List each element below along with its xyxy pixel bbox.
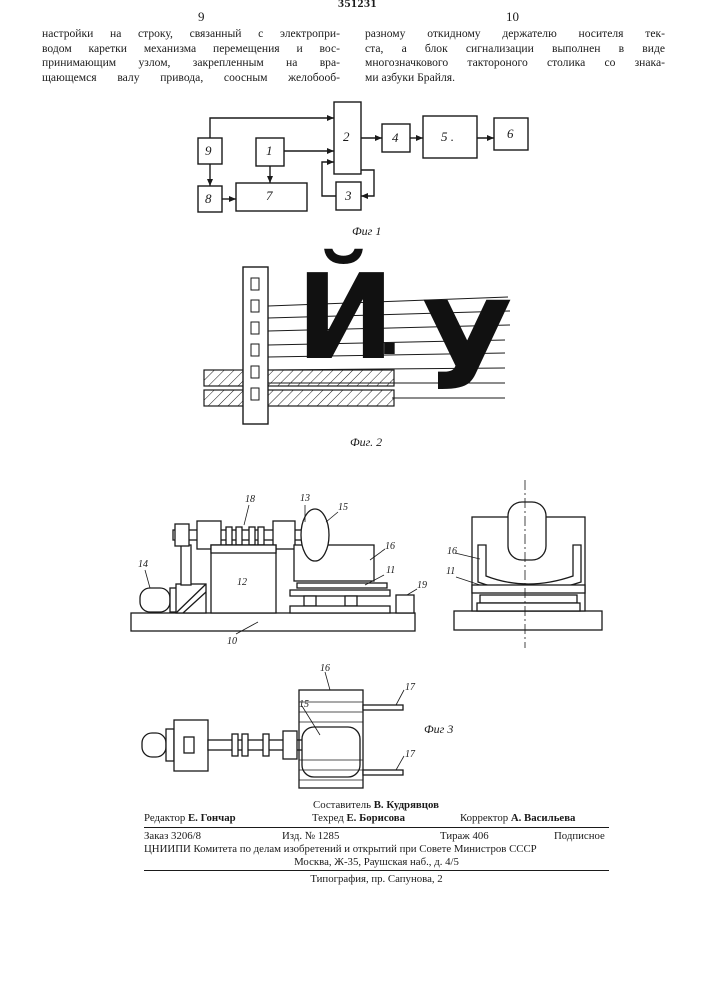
gearbox-top xyxy=(174,720,208,771)
part-16-top-label: 16 xyxy=(320,663,330,674)
text-line: принимающим узлом, закрепленным на вра- xyxy=(42,56,340,71)
fig1-caption: Фиг 1 xyxy=(352,224,381,239)
text-line: многозначкового тактороного столика со з… xyxy=(365,56,665,71)
techred-line: Техред Е. Борисова xyxy=(312,812,405,825)
ruler-window xyxy=(251,344,259,356)
block-19 xyxy=(396,595,414,613)
ruler-window xyxy=(251,322,259,334)
receiver-15-front xyxy=(508,502,546,560)
text-line: щающемся валу привода, соосным желобооб- xyxy=(42,71,340,86)
corrector-label: Корректор xyxy=(460,812,508,824)
editor-name: Е. Гончар xyxy=(188,812,236,824)
part-17-lower-label: 17 xyxy=(405,749,415,760)
part-18-label: 18 xyxy=(245,494,255,505)
ruler-window xyxy=(251,366,259,378)
drive-shaft xyxy=(173,530,313,540)
shaft-top xyxy=(208,740,323,750)
editor-label: Редактор xyxy=(144,812,185,824)
part-16-label: 16 xyxy=(385,541,395,552)
block-8-label: 8 xyxy=(205,191,212,207)
text-line: настройки на строку, связанный с электро… xyxy=(42,27,340,42)
guide-17-lower xyxy=(363,770,403,775)
front-base xyxy=(454,611,602,630)
ruler-window xyxy=(251,278,259,290)
ruler-window xyxy=(251,300,259,312)
right-text-column: разному откидному держателю носителя тек… xyxy=(365,27,665,85)
part-16-front-label: 16 xyxy=(447,546,457,557)
print-run: Тираж 406 xyxy=(440,830,489,843)
address: Москва, Ж-35, Раушская наб., д. 4/5 xyxy=(144,856,609,869)
subscription: Подписное xyxy=(554,830,605,843)
part-15-label: 15 xyxy=(338,502,348,513)
carriage-11 xyxy=(297,583,387,588)
publication-number: Изд. № 1285 xyxy=(282,830,339,843)
receiver-15-top xyxy=(302,727,360,777)
imprint-divider-top xyxy=(144,827,609,828)
gearbox xyxy=(176,584,206,613)
block-5-label: 5 . xyxy=(441,129,454,145)
motor-14 xyxy=(140,588,170,612)
part-19-label: 19 xyxy=(417,580,427,591)
guide-17-upper xyxy=(363,705,403,710)
text-line: ми азбуки Брайля. xyxy=(365,71,665,86)
trough-holder-16-front xyxy=(478,545,581,591)
lower-rail xyxy=(204,390,394,406)
block-9-label: 9 xyxy=(205,143,212,159)
part-11-label: 11 xyxy=(386,565,395,576)
fig2-letter-2: У xyxy=(420,282,514,412)
left-column-number: 9 xyxy=(198,9,205,25)
right-column-number: 10 xyxy=(506,9,519,25)
part-15-top-label: 15 xyxy=(299,699,309,710)
institute: ЦНИИПИ Комитета по делам изобретений и о… xyxy=(144,843,537,856)
compiler-line: Составитель В. Кудрявцов xyxy=(313,799,439,812)
left-text-column: настройки на строку, связанный с электро… xyxy=(42,27,340,85)
motor-top xyxy=(142,733,166,757)
editor-line: Редактор Е. Гончар xyxy=(144,812,236,825)
base-plate-10 xyxy=(131,613,415,631)
block-4-label: 4 xyxy=(392,130,399,146)
patent-number: 351231 xyxy=(338,0,377,11)
ruler-window xyxy=(251,388,259,400)
vertical-ruler xyxy=(243,267,268,424)
holder-16-side xyxy=(294,545,374,581)
line-3-2 xyxy=(322,162,336,196)
compiler-label: Составитель xyxy=(313,799,371,811)
block-6-label: 6 xyxy=(507,126,514,142)
part-11-front-label: 11 xyxy=(446,566,455,577)
text-line: разному откидному держателю носителя тек… xyxy=(365,27,665,42)
printer: Типография, пр. Сапунова, 2 xyxy=(144,873,609,886)
part-12-label: 12 xyxy=(237,577,247,588)
compiler-name: В. Кудрявцов xyxy=(374,799,439,811)
receiver-15-side xyxy=(301,509,329,561)
block-1-label: 1 xyxy=(266,143,273,159)
part-10-label: 10 xyxy=(227,636,237,647)
techred-name: Е. Борисова xyxy=(346,812,405,824)
part-14-label: 14 xyxy=(138,559,148,570)
techred-label: Техред xyxy=(312,812,344,824)
line-2-3 xyxy=(361,170,374,196)
fig2-separator: . xyxy=(378,294,401,374)
part-13-label: 13 xyxy=(300,493,310,504)
text-line: водом каретки механизма перемещения и во… xyxy=(42,42,340,57)
block-7-label: 7 xyxy=(266,188,273,204)
text-line: ста, а блок сигнализации выполнен в виде xyxy=(365,42,665,57)
corrector-line: Корректор А. Васильева xyxy=(460,812,575,825)
line-9-2 xyxy=(210,118,334,138)
corrector-name: А. Васильева xyxy=(511,812,576,824)
block-3-label: 3 xyxy=(345,188,352,204)
part-17-upper-label: 17 xyxy=(405,682,415,693)
imprint-divider-bottom xyxy=(144,870,609,871)
front-frame xyxy=(472,517,585,611)
order-number: Заказ 3206/8 xyxy=(144,830,201,843)
block-2-label: 2 xyxy=(343,129,350,145)
fig2-caption: Фиг. 2 xyxy=(350,435,382,450)
fig3-caption: Фиг 3 xyxy=(424,722,453,737)
